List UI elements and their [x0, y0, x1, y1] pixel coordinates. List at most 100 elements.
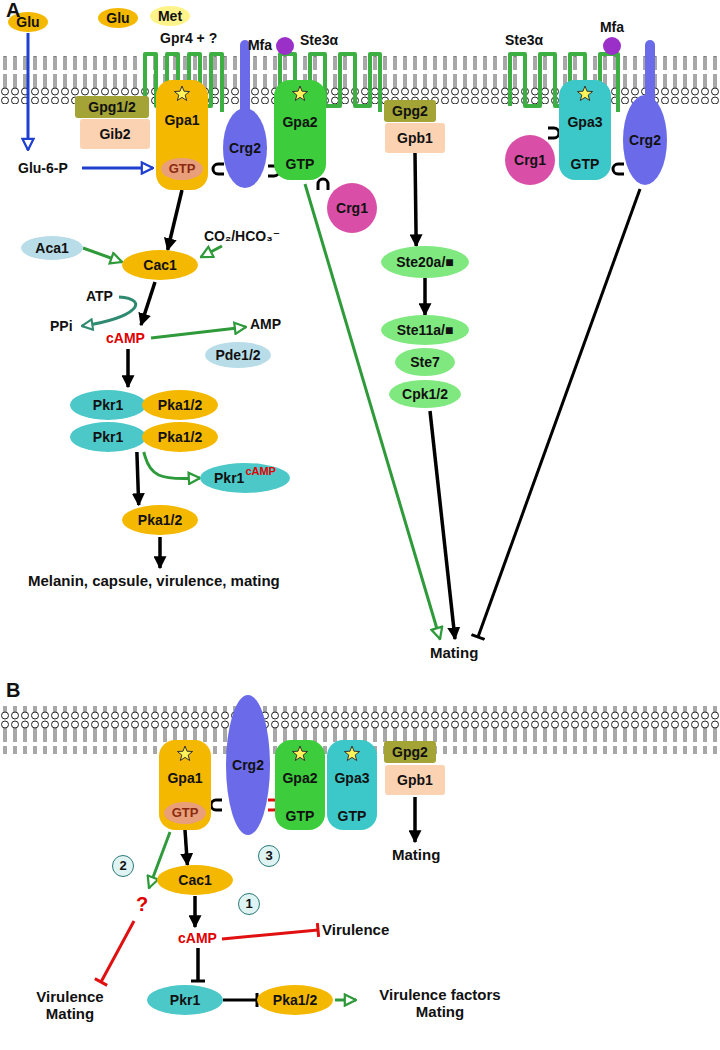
protein-name: Gpa1 [167, 770, 202, 786]
protein-name: GTP [172, 805, 199, 821]
outcome-text: Melanin, capsule, virulence, mating [28, 572, 280, 589]
gamma-subunit: Gpg2 [384, 741, 436, 763]
gamma-subunit: Gpg1/2 [75, 96, 149, 118]
receptor-name: Gpr4 + ? [160, 30, 217, 47]
protein-name: Gpg1/2 [88, 99, 135, 115]
outcome-text: Virulence Mating [22, 988, 118, 1022]
rgs-hook [613, 164, 624, 174]
protein-name: Gpb1 [397, 772, 433, 788]
receptor-name: Ste3α [300, 32, 338, 49]
protein-name: Ste20a/■ [396, 254, 454, 270]
protein-name: Gpb1 [397, 130, 433, 146]
cyclase-oval: Cac1 [122, 250, 198, 280]
rgs-hook [211, 800, 222, 810]
callout-number: 2 [112, 855, 134, 877]
outcome-text: Virulence [322, 921, 389, 938]
panel-letter: A [6, 2, 20, 19]
signal-arrow [193, 896, 197, 927]
active-star [292, 86, 307, 101]
activation-arrow [185, 830, 187, 865]
protein-name: Gpa1 [164, 112, 199, 128]
protein-name: Gpa3 [567, 114, 602, 130]
protein-name: Aca1 [35, 240, 68, 256]
panel-letter: B [6, 682, 20, 699]
crg2-rgs: Crg2 [223, 108, 267, 188]
protein-name: Pka1/2 [273, 992, 317, 1008]
galpha-body [327, 740, 377, 830]
protein-name: GTP [169, 161, 196, 177]
active-star [292, 746, 307, 761]
protein-name: Crg1 [514, 152, 546, 168]
protein-name: Crg2 [229, 140, 261, 156]
inhibition-line [101, 921, 134, 982]
signal-arrow [335, 999, 356, 1002]
active-star [577, 86, 592, 101]
active-star [344, 746, 359, 761]
transport-arrow [27, 33, 30, 150]
beta-subunit: Gib2 [80, 119, 150, 149]
signal-arrow [430, 411, 455, 639]
galpha-body [274, 80, 326, 180]
galpha-subunit: Gpa2GTP [274, 80, 326, 180]
second-messenger: cAMP [178, 930, 217, 947]
rgs-hook [213, 164, 224, 174]
metabolite-name: CO₂/HCO₃⁻ [204, 228, 280, 245]
signal-arrow [201, 246, 222, 257]
inhibition-line [223, 999, 257, 1002]
outcome-text: Virulence factors Mating [360, 986, 520, 1020]
protein-name: Crg2 [232, 757, 264, 773]
galpha-body [275, 740, 325, 830]
inhibition-line [478, 189, 640, 637]
metabolite-name: PPi [50, 318, 73, 335]
pheromone-dot: Mfa [603, 37, 621, 55]
protein-name: Gpg2 [392, 744, 428, 760]
pheromone-dot: Mfa [276, 37, 294, 55]
beta-subunit: Gpb1 [385, 123, 445, 153]
protein-name: Pkr1 [170, 992, 200, 1008]
nutrient-oval: Met [150, 6, 190, 26]
second-messenger: cAMP [106, 330, 145, 347]
regulatory-subunit: Pkr1 [147, 985, 223, 1015]
crg2-rgs: Crg2 [623, 95, 667, 185]
kinase-oval: Ste7 [395, 348, 455, 376]
state-label: GTP [286, 808, 315, 824]
protein-name: Mfa [600, 19, 624, 35]
state-label: GTP [571, 156, 600, 172]
metabolite-name: AMP [250, 316, 281, 333]
activation-arrow [83, 248, 122, 262]
protein-name: Pkr1 [93, 397, 123, 413]
protein-name: Pka1/2 [138, 512, 182, 528]
galpha-body [156, 80, 208, 190]
activation-arrow [415, 153, 416, 246]
gamma-subunit: Gpg2 [384, 100, 436, 122]
signal-arrow [151, 327, 246, 338]
callout-number: 3 [258, 845, 280, 867]
galpha-subunit: Gpa2GTP [275, 740, 325, 830]
protein-name: Gpa2 [282, 114, 317, 130]
activation-arrow [137, 452, 139, 505]
galpha-subunit: Gpa3GTP [327, 740, 377, 830]
catalytic-subunit: Pka1/2 [142, 390, 218, 420]
crg2-rgs: Crg2 [226, 695, 270, 835]
beta-subunit: Gpb1 [385, 765, 445, 795]
crg1-rgs: Crg1 [327, 183, 377, 233]
kinase-oval: Ste11a/■ [381, 315, 469, 345]
nutrient-oval: Glu [98, 8, 138, 28]
galpha-subunit: Gpa1GTP [156, 80, 208, 190]
callout-number: 1 [238, 893, 260, 915]
protein-name: Cpk1/2 [402, 386, 448, 402]
kinase-oval: Ste20a/■ [381, 246, 469, 278]
state-label: GTP [338, 808, 367, 824]
galpha-body [559, 80, 611, 180]
protein-name: Pka1/2 [158, 429, 202, 445]
outcome-text: Mating [430, 644, 478, 661]
catalytic-subunit: Pka1/2 [122, 505, 198, 535]
protein-name: Pkr1 [93, 429, 123, 445]
protein-name: Cac1 [143, 257, 176, 273]
active-star [177, 746, 192, 761]
signal-arrow [413, 797, 417, 842]
state-label: cAMP [245, 463, 276, 479]
protein-name: Crg2 [629, 132, 661, 148]
protein-name: Met [158, 8, 182, 24]
